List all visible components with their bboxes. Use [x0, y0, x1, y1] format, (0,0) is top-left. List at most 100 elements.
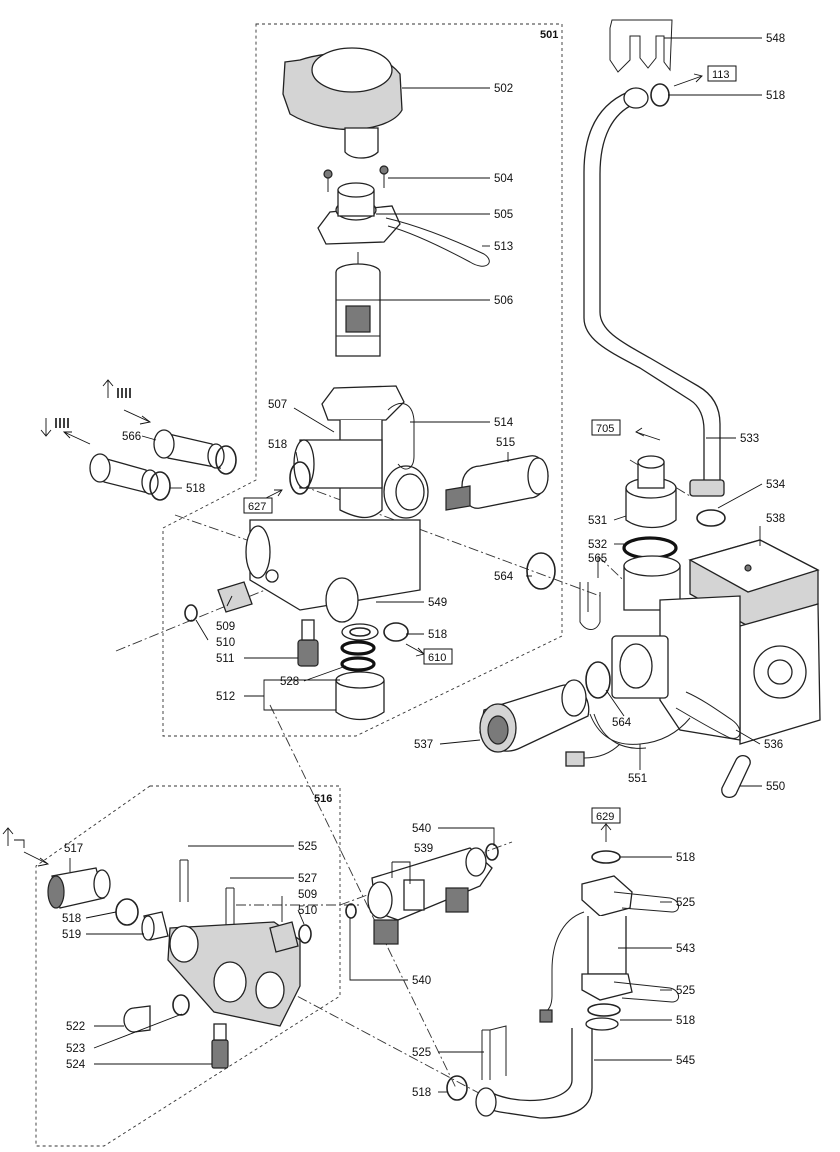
ref-705-text: 705	[596, 423, 614, 435]
ref-629-text: 629	[596, 811, 614, 823]
o-ring-540-b	[345, 903, 357, 919]
o-ring-518-f	[591, 850, 621, 864]
sensor-515	[445, 455, 549, 511]
clip-525-bottom	[481, 1025, 507, 1080]
callout-515: 515	[496, 437, 515, 449]
o-ring-518-b	[149, 471, 171, 501]
ref-box-629: 629	[591, 807, 621, 824]
callout-511: 511	[216, 653, 234, 665]
o-ring-564-b	[585, 661, 611, 699]
seal-549	[341, 623, 379, 641]
valve-body	[245, 385, 429, 623]
o-ring-518-c	[289, 461, 311, 495]
pump-538	[611, 539, 821, 745]
ref-box-610: 610	[423, 648, 453, 665]
clip-548	[609, 19, 673, 73]
o-ring-532	[622, 536, 678, 560]
connector-566-lower	[89, 453, 159, 495]
washer-523	[172, 994, 190, 1016]
pipe-545	[475, 1017, 619, 1119]
callout-510: 510	[298, 905, 317, 917]
o-ring-534	[696, 509, 726, 527]
sensor-550	[721, 754, 751, 799]
hose-533	[583, 87, 725, 497]
valve-539	[367, 847, 493, 945]
callout-518: 518	[412, 1087, 431, 1099]
callout-534: 534	[766, 479, 786, 491]
callout-505: 505	[494, 209, 513, 221]
callout-518: 518	[186, 483, 205, 495]
callout-537: 537	[414, 739, 433, 751]
flange-505	[317, 182, 401, 245]
fitting-543	[539, 875, 679, 1023]
callout-523: 523	[66, 1043, 85, 1055]
washer-510-b	[298, 924, 312, 944]
callout-543: 543	[676, 943, 695, 955]
callout-564: 564	[612, 717, 632, 729]
callout-509: 509	[216, 621, 235, 633]
nut-509-b	[269, 921, 299, 953]
callout-548: 548	[766, 33, 785, 45]
cable-551	[565, 713, 691, 767]
screw-511	[297, 619, 319, 667]
callout-502: 502	[494, 83, 513, 95]
callout-509: 509	[298, 889, 317, 901]
callout-518: 518	[676, 852, 695, 864]
manifold-516	[167, 921, 301, 1027]
fitting-537	[479, 679, 590, 753]
group-501-label: 501	[540, 29, 558, 41]
o-ring-564-a	[526, 552, 556, 590]
screws-504	[323, 165, 389, 192]
callout-545: 545	[676, 1055, 695, 1067]
o-ring-518-g	[587, 1003, 621, 1017]
callout-504: 504	[494, 173, 514, 185]
callout-labels: 548 518 502 504 505 513 506 507 514 515 …	[62, 33, 786, 1099]
clips-525-527	[179, 859, 235, 926]
callout-525: 525	[298, 841, 317, 853]
clip-513	[385, 217, 490, 267]
callout-549: 549	[428, 597, 447, 609]
group-516-boundary	[35, 785, 341, 1147]
callout-513: 513	[494, 241, 513, 253]
plug-522	[123, 1005, 151, 1033]
callout-518: 518	[676, 1015, 695, 1027]
callout-518: 518	[766, 90, 785, 102]
callout-514: 514	[494, 417, 514, 429]
flow-arrows	[2, 73, 703, 867]
actuator-502	[282, 47, 403, 159]
callout-518: 518	[428, 629, 447, 641]
callout-524: 524	[66, 1059, 86, 1071]
connector-566-upper	[153, 429, 225, 469]
callout-539: 539	[414, 843, 433, 855]
callout-533: 533	[740, 433, 759, 445]
callout-532: 532	[588, 539, 607, 551]
callout-519: 519	[62, 929, 81, 941]
callout-527: 527	[298, 873, 317, 885]
nut-509-a	[217, 581, 253, 613]
callout-512: 512	[216, 691, 235, 703]
callout-564: 564	[494, 571, 514, 583]
o-ring-518-d	[383, 622, 409, 642]
callout-518: 518	[268, 439, 287, 451]
ref-610-text: 610	[428, 652, 446, 664]
cartridge-506	[335, 252, 381, 357]
callout-566: 566	[122, 431, 141, 443]
screw-524	[211, 1023, 229, 1069]
ref-box-113: 113	[707, 65, 737, 82]
callout-525: 525	[412, 1047, 431, 1059]
callout-536: 536	[764, 739, 783, 751]
ref-113-text: 113	[712, 69, 730, 81]
callout-551: 551	[628, 773, 647, 785]
bushing-519	[141, 911, 169, 941]
callout-507: 507	[268, 399, 287, 411]
callout-517: 517	[64, 843, 83, 855]
callout-565: 565	[588, 553, 607, 565]
clip-536	[675, 691, 741, 739]
rings-528	[340, 640, 376, 672]
callout-531: 531	[588, 515, 607, 527]
callout-510: 510	[216, 637, 235, 649]
callout-525: 525	[676, 985, 695, 997]
ref-box-705: 705	[591, 419, 621, 436]
o-ring-540-a	[485, 843, 499, 861]
